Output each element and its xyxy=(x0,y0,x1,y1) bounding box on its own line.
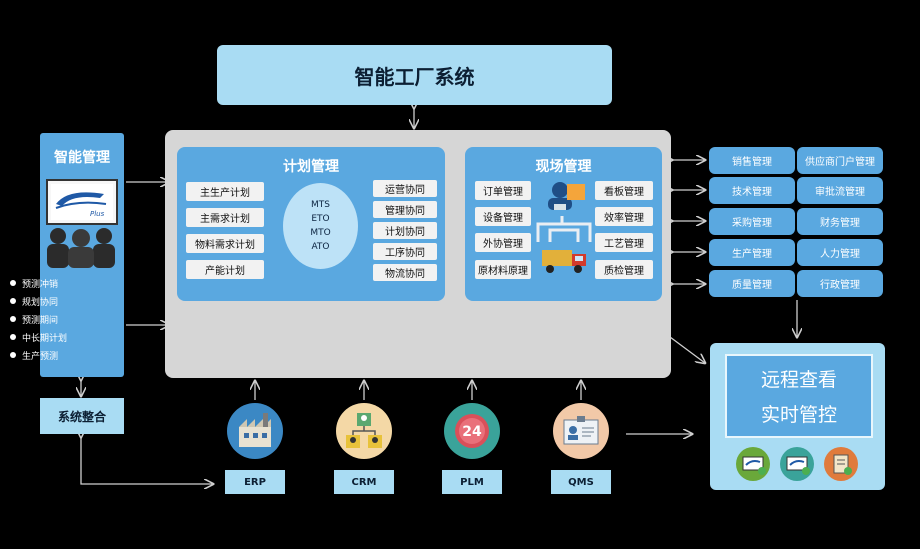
module-administration[interactable]: 行政管理 xyxy=(797,270,883,297)
svg-text:24: 24 xyxy=(462,424,482,440)
id-card-icon[interactable] xyxy=(553,403,609,459)
plan-item[interactable]: 产能计划 xyxy=(186,260,264,279)
bullet-item: 规划协同 xyxy=(10,292,67,310)
bullet-dot xyxy=(10,280,16,286)
bullet-dot xyxy=(10,298,16,304)
site-item[interactable]: 外协管理 xyxy=(475,233,531,252)
module-technology[interactable]: 技术管理 xyxy=(709,177,795,204)
site-item[interactable]: 质检管理 xyxy=(595,260,653,279)
site-item[interactable]: 看板管理 xyxy=(595,181,653,200)
remote-line-1: 远程查看 xyxy=(760,369,837,391)
site-management-title: 现场管理 xyxy=(535,159,592,175)
collab-item[interactable]: 工序协同 xyxy=(373,243,437,260)
arrow-integration-erp xyxy=(81,437,213,484)
module-hr[interactable]: 人力管理 xyxy=(797,239,883,266)
bullet-item: 生产预测 xyxy=(10,346,67,364)
smart-bullet-list: 预测冲销 规划协同 预测期间 中长期计划 生产预测 xyxy=(10,274,67,364)
bullet-dot xyxy=(10,334,16,340)
strategy-label: MTO xyxy=(310,228,331,238)
site-item[interactable]: 设备管理 xyxy=(475,207,531,226)
factory-icon[interactable] xyxy=(227,403,283,459)
collab-item[interactable]: 计划协同 xyxy=(373,222,437,239)
module-quality[interactable]: 质量管理 xyxy=(709,270,795,297)
plan-management-title: 计划管理 xyxy=(283,159,339,175)
plan-item[interactable]: 物料需求计划 xyxy=(186,234,264,253)
strategy-label: MTS xyxy=(311,200,330,210)
monitor-team-icon: Plus xyxy=(46,179,118,268)
bullet-item: 预测冲销 xyxy=(10,274,67,292)
bullet-dot xyxy=(10,316,16,322)
module-supplier-portal[interactable]: 供应商门户管理 xyxy=(797,147,883,174)
collab-item[interactable]: 管理协同 xyxy=(373,201,437,218)
site-item[interactable]: 效率管理 xyxy=(595,207,653,226)
plan-item[interactable]: 主需求计划 xyxy=(186,208,264,227)
system-label-crm[interactable]: CRM xyxy=(334,470,394,494)
collab-item[interactable]: 运营协同 xyxy=(373,180,437,197)
module-production[interactable]: 生产管理 xyxy=(709,239,795,266)
strategy-label: ATO xyxy=(311,242,330,252)
device-monitor-icon[interactable] xyxy=(736,447,770,481)
bullet-dot xyxy=(10,352,16,358)
site-item[interactable]: 订单管理 xyxy=(475,181,531,200)
system-label-qms[interactable]: QMS xyxy=(551,470,611,494)
system-label-erp[interactable]: ERP xyxy=(225,470,285,494)
module-sales[interactable]: 销售管理 xyxy=(709,147,795,174)
strategy-circle: MTS ETO MTO ATO xyxy=(283,183,358,269)
module-approval-flow[interactable]: 审批流管理 xyxy=(797,177,883,204)
system-title: 智能工厂系统 xyxy=(217,45,612,105)
24h-cycle-icon[interactable]: 24 xyxy=(444,403,500,459)
plan-item[interactable]: 主生产计划 xyxy=(186,182,264,201)
pipes-icon xyxy=(536,216,592,242)
module-purchasing[interactable]: 采购管理 xyxy=(709,208,795,235)
truck-icon xyxy=(542,250,586,273)
device-screen-icon[interactable] xyxy=(780,447,814,481)
remote-monitoring-display: 远程查看 实时管控 xyxy=(725,354,873,438)
smart-management-title: 智能管理 xyxy=(54,150,110,166)
remote-line-2: 实时管控 xyxy=(760,404,837,426)
bullet-item: 预测期间 xyxy=(10,310,67,328)
org-chart-icon[interactable] xyxy=(336,403,392,459)
bullet-item: 中长期计划 xyxy=(10,328,67,346)
site-item[interactable]: 原材料原理 xyxy=(475,260,531,279)
strategy-label: ETO xyxy=(311,214,330,224)
system-label-plm[interactable]: PLM xyxy=(442,470,502,494)
logo-text: Plus xyxy=(90,210,105,218)
module-finance[interactable]: 财务管理 xyxy=(797,208,883,235)
device-checklist-icon[interactable] xyxy=(824,447,858,481)
site-item[interactable]: 工艺管理 xyxy=(595,233,653,252)
site-illustration xyxy=(536,182,592,273)
system-integration-box[interactable]: 系统整合 xyxy=(40,398,124,434)
collab-item[interactable]: 物流协同 xyxy=(373,264,437,281)
arrow-grey-remote xyxy=(669,336,705,363)
worker-icon xyxy=(548,182,585,210)
